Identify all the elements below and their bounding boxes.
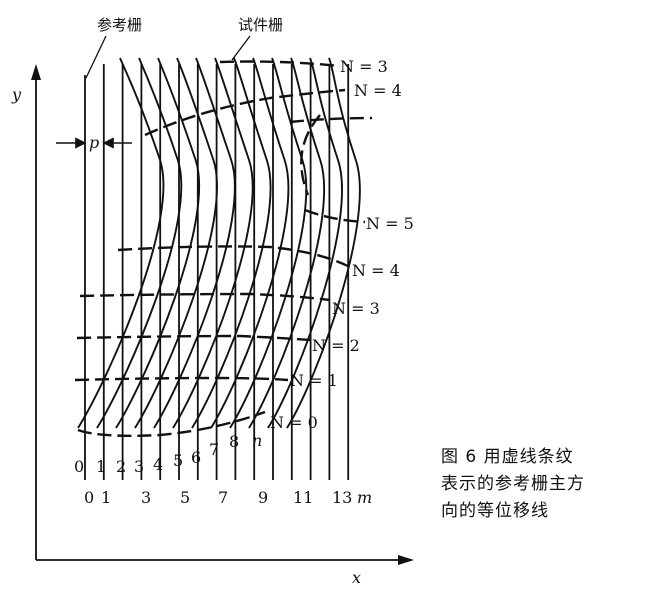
fringe-n0 [77, 410, 266, 438]
fringe-n1 [74, 376, 289, 382]
reference-grating-label: 参考栅 [97, 16, 142, 34]
specimen-line [153, 57, 236, 429]
specimen-line [286, 57, 361, 429]
fringe-n4-top [144, 88, 346, 137]
x-axis-label: x [352, 568, 361, 587]
caption-line-2: 表示的参考栅主方 [441, 474, 585, 494]
reference-line-label: 11 [293, 488, 313, 507]
specimen-line [191, 57, 272, 429]
fringe-n4-top-right [289, 116, 373, 124]
fringe-label-n1: N = 1 [290, 371, 338, 390]
fringe-n2 [76, 334, 311, 342]
fringe-label-n5: N = 5 [366, 214, 414, 233]
specimen-line-label: 0 [74, 457, 84, 476]
reference-line-label: 9 [258, 488, 268, 507]
specimen-line [248, 57, 325, 429]
specimen-line [96, 57, 183, 429]
specimen-grating-leader [231, 35, 251, 61]
reference-grating-lines [84, 64, 350, 480]
specimen-line-label: 3 [134, 457, 144, 476]
reference-line-label: m [357, 488, 372, 507]
y-axis-arrow-icon [31, 64, 41, 80]
reference-line-label: 0 [84, 488, 94, 507]
reference-line-label: 7 [218, 488, 228, 507]
caption-line-1: 图 6 用虚线条纹 [441, 447, 574, 467]
x-axis-arrow-icon [398, 555, 414, 565]
reference-line-label: 5 [180, 488, 190, 507]
fringe-n5-loop [300, 114, 321, 196]
fringe-label-n4: N = 4 [352, 261, 400, 280]
y-axis-label: y [11, 85, 22, 104]
reference-line-label: 13 [332, 488, 352, 507]
fringe-n3 [79, 292, 331, 302]
reference-line-label: 3 [141, 488, 151, 507]
specimen-line-label: 7 [209, 440, 219, 459]
reference-grating-leader [85, 35, 107, 79]
fringe-n3-top [219, 60, 341, 68]
figure-caption: 图 6 用虚线条纹 表示的参考栅主方 向的等位移线 [441, 444, 641, 525]
fringe-lines [74, 60, 373, 438]
fringe-label-n4-top: N = 4 [354, 81, 402, 100]
specimen-line-label: 8 [229, 432, 239, 451]
caption-line-3: 向的等位移线 [441, 501, 549, 521]
specimen-line [134, 57, 218, 429]
specimen-line-label: 2 [116, 457, 126, 476]
specimen-line-label: 4 [153, 455, 163, 474]
specimen-line [210, 57, 290, 429]
reference-line-label: 1 [101, 488, 111, 507]
specimen-line [77, 57, 165, 429]
specimen-line-label: 6 [191, 448, 201, 467]
specimen-line-label: 1 [96, 457, 106, 476]
fringe-label-n3-top: N = 3 [340, 57, 388, 76]
specimen-grating-label: 试件栅 [238, 16, 283, 34]
specimen-line [172, 57, 254, 429]
specimen-line [115, 57, 201, 429]
fringe-n5 [304, 208, 366, 224]
specimen-line-label: 5 [173, 451, 183, 470]
fringe-label-n0: N = 0 [270, 413, 318, 432]
specimen-line [267, 57, 343, 429]
specimen-grating-lines [77, 57, 361, 429]
pitch-label: p [89, 133, 99, 152]
fringe-label-n2: N = 2 [312, 336, 360, 355]
fringe-label-n3: N = 3 [332, 299, 380, 318]
fringe-n4 [117, 245, 351, 269]
specimen-line-label: n [252, 431, 262, 450]
